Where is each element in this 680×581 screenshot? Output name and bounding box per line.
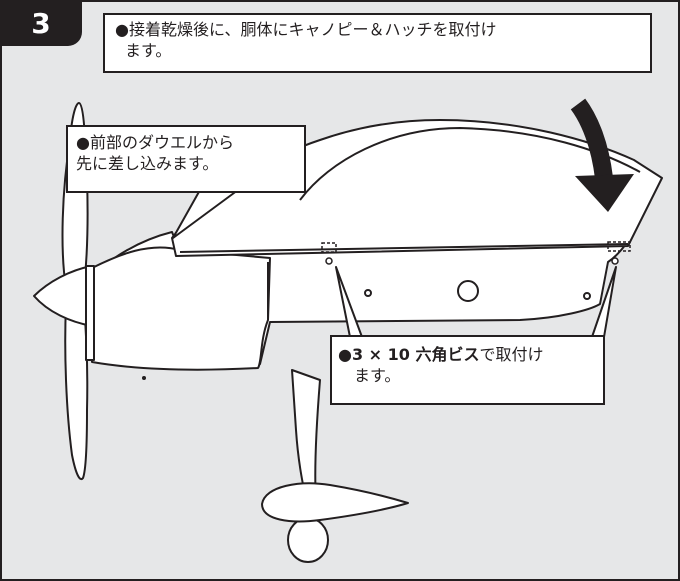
screw-callout-text: で取付け: [479, 345, 544, 364]
spinner: [33, 265, 93, 327]
hatch-seam-line: [179, 243, 629, 253]
install-arrow-icon: [570, 98, 634, 212]
dowel-callout-line-2: 先に差し込みます。: [76, 154, 219, 173]
side-hole-left: [364, 289, 372, 297]
exhaust-detail: [142, 376, 146, 380]
wheel-pant: [261, 482, 409, 523]
step-number-badge: 3: [0, 0, 82, 46]
engine-cowling: [91, 246, 271, 371]
screw-hole-front: [325, 257, 333, 265]
screw-marker-front: [321, 242, 337, 253]
dowel-callout-line-1: ●前部のダウエルから: [76, 133, 234, 152]
screw-callout-line-2: ます。: [354, 366, 401, 385]
screw-callout: ●3 × 10 六角ビスで取付け ます。: [330, 335, 605, 405]
propeller-hub: [85, 265, 95, 361]
side-hole-large: [457, 280, 479, 302]
instruction-line-2: ます。: [125, 41, 172, 60]
wheel: [287, 517, 329, 563]
instruction-line-1: ●接着乾燥後に、胴体にキャノピー＆ハッチを取付け: [115, 20, 497, 39]
instruction-note: ●接着乾燥後に、胴体にキャノピー＆ハッチを取付け ます。: [103, 13, 652, 73]
screw-marker-rear: [607, 241, 631, 252]
screw-spec: 3 × 10 六角ビス: [351, 345, 480, 364]
dowel-callout: ●前部のダウエルから 先に差し込みます。: [66, 125, 306, 193]
screw-callout-bullet: ●: [338, 345, 352, 364]
screw-hole-rear: [611, 257, 619, 265]
step-number: 3: [31, 6, 51, 40]
side-hole-right: [583, 292, 591, 300]
